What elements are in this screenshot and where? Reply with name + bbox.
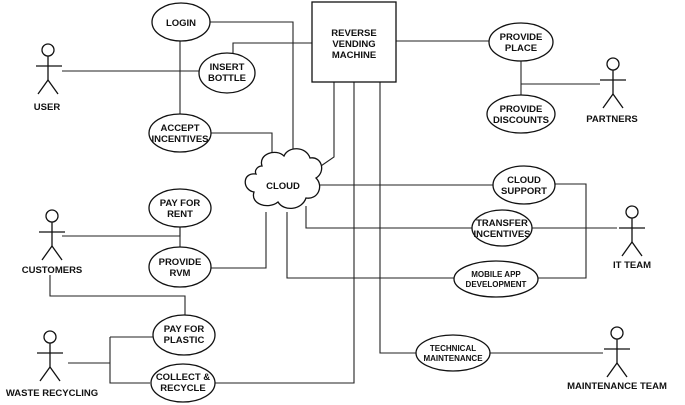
actor-user-label: USER <box>34 102 61 113</box>
provide-discounts-line-2: DISCOUNTS <box>493 115 549 126</box>
mobile-app-line-1: MOBILE APP <box>471 270 521 279</box>
use-case-accept-incentives: ACCEPT INCENTIVES <box>148 113 212 153</box>
rvm-label-line-3: MACHINE <box>332 50 376 61</box>
use-case-login: LOGIN <box>151 2 211 42</box>
provide-place-line-2: PLACE <box>505 43 537 54</box>
use-case-technical-maintenance: TECHNICAL MAINTENANCE <box>415 334 491 372</box>
cloud-support-line-2: SUPPORT <box>501 186 547 197</box>
provide-rvm-line-1: PROVIDE <box>159 257 202 268</box>
reverse-vending-machine-box: REVERSE VENDING MACHINE <box>311 1 397 83</box>
pay-for-plastic-line-1: PAY FOR <box>164 324 205 335</box>
actor-customers: CUSTOMERS <box>22 209 83 276</box>
technical-maintenance-line-1: TECHNICAL <box>430 344 476 353</box>
technical-maintenance-line-2: MAINTENANCE <box>423 354 483 363</box>
accept-incentives-line-1: ACCEPT <box>160 123 199 134</box>
use-case-transfer-incentives: TRANSFER INCENTIVES <box>471 209 533 247</box>
use-case-mobile-app-development: MOBILE APP DEVELOPMENT <box>453 260 539 298</box>
use-case-login-label: LOGIN <box>166 18 196 29</box>
actor-waste-recycling: WASTE RECYCLING <box>6 330 98 399</box>
actor-customers-label: CUSTOMERS <box>22 265 83 276</box>
use-case-pay-for-rent: PAY FOR RENT <box>148 188 212 228</box>
provide-place-line-1: PROVIDE <box>500 32 543 43</box>
transfer-incentives-line-1: TRANSFER <box>476 218 528 229</box>
provide-discounts-line-1: PROVIDE <box>500 104 543 115</box>
use-case-provide-place: PROVIDE PLACE <box>488 22 554 62</box>
use-case-provide-rvm: PROVIDE RVM <box>148 246 212 288</box>
insert-bottle-line-1: INSERT <box>210 62 245 73</box>
actor-user: USER <box>34 43 62 113</box>
use-case-insert-bottle: INSERT BOTTLE <box>198 52 256 94</box>
connectors <box>49 21 617 384</box>
use-case-collect-recycle: COLLECT & RECYCLE <box>150 363 216 403</box>
use-case-provide-discounts: PROVIDE DISCOUNTS <box>486 94 556 134</box>
actor-maintenance-team: MAINTENANCE TEAM <box>567 326 667 392</box>
transfer-incentives-line-2: INCENTIVES <box>473 229 530 240</box>
cloud-support-line-1: CLOUD <box>507 175 541 186</box>
mobile-app-line-2: DEVELOPMENT <box>466 280 527 289</box>
actor-partners-label: PARTNERS <box>586 114 638 125</box>
rvm-label-line-1: REVERSE <box>331 28 376 39</box>
actor-partners: PARTNERS <box>586 57 638 125</box>
cloud-node: CLOUD <box>244 148 323 209</box>
rvm-label-line-2: VENDING <box>332 39 375 50</box>
collect-recycle-line-1: COLLECT & <box>156 372 210 383</box>
use-case-pay-for-plastic: PAY FOR PLASTIC <box>152 314 216 356</box>
actor-waste-recycling-label: WASTE RECYCLING <box>6 388 98 399</box>
actor-it-team: IT TEAM <box>613 205 651 271</box>
cloud-label: CLOUD <box>266 181 300 192</box>
provide-rvm-line-2: RVM <box>170 268 191 279</box>
actor-maintenance-team-label: MAINTENANCE TEAM <box>567 381 667 392</box>
actor-it-team-label: IT TEAM <box>613 260 651 271</box>
use-case-cloud-support: CLOUD SUPPORT <box>492 165 556 205</box>
pay-for-rent-line-1: PAY FOR <box>160 198 201 209</box>
pay-for-rent-line-2: RENT <box>167 209 193 220</box>
collect-recycle-line-2: RECYCLE <box>160 383 205 394</box>
pay-for-plastic-line-2: PLASTIC <box>164 335 205 346</box>
accept-incentives-line-2: INCENTIVES <box>151 134 208 145</box>
insert-bottle-line-2: BOTTLE <box>208 73 246 84</box>
